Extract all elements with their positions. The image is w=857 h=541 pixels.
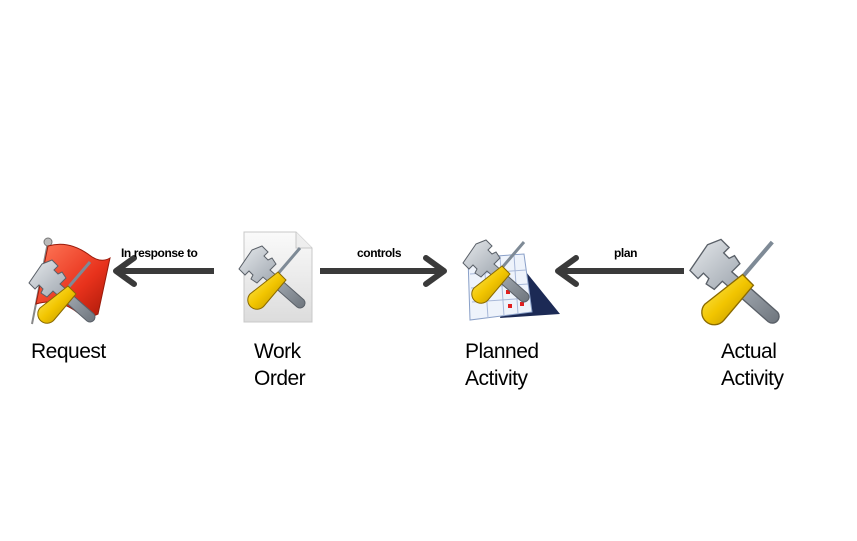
node-work-order: Work Order <box>254 338 306 392</box>
node-label-line: Actual <box>721 340 777 363</box>
document-wrench-screwdriver-icon <box>237 231 313 323</box>
edge-plan <box>555 255 684 287</box>
arrow-head <box>113 255 137 287</box>
flag-wrench-screwdriver-icon <box>27 237 111 325</box>
node-label-line: Work <box>254 340 301 363</box>
edge-label-controls: controls <box>357 246 402 260</box>
edge-controls <box>320 255 447 287</box>
node-planned-activity: Planned Activity <box>465 338 539 392</box>
edge-label-plan: plan <box>614 246 638 260</box>
node-actual-activity: Actual Activity <box>721 338 784 392</box>
edge-label-in-response-to: In response to <box>121 246 198 260</box>
calendar-wrench-screwdriver-icon <box>461 238 560 321</box>
node-label-line: Planned <box>465 340 539 363</box>
node-label-line: Request <box>31 340 106 363</box>
node-label-line: Activity <box>721 367 784 390</box>
arrow-head <box>423 255 447 287</box>
edge-in-response-to <box>113 255 214 287</box>
wrench-screwdriver-icon <box>690 239 779 324</box>
arrow-head <box>555 255 579 287</box>
node-request: Request <box>31 338 106 365</box>
node-label-line: Order <box>254 367 306 390</box>
node-label-line: Activity <box>465 367 528 390</box>
